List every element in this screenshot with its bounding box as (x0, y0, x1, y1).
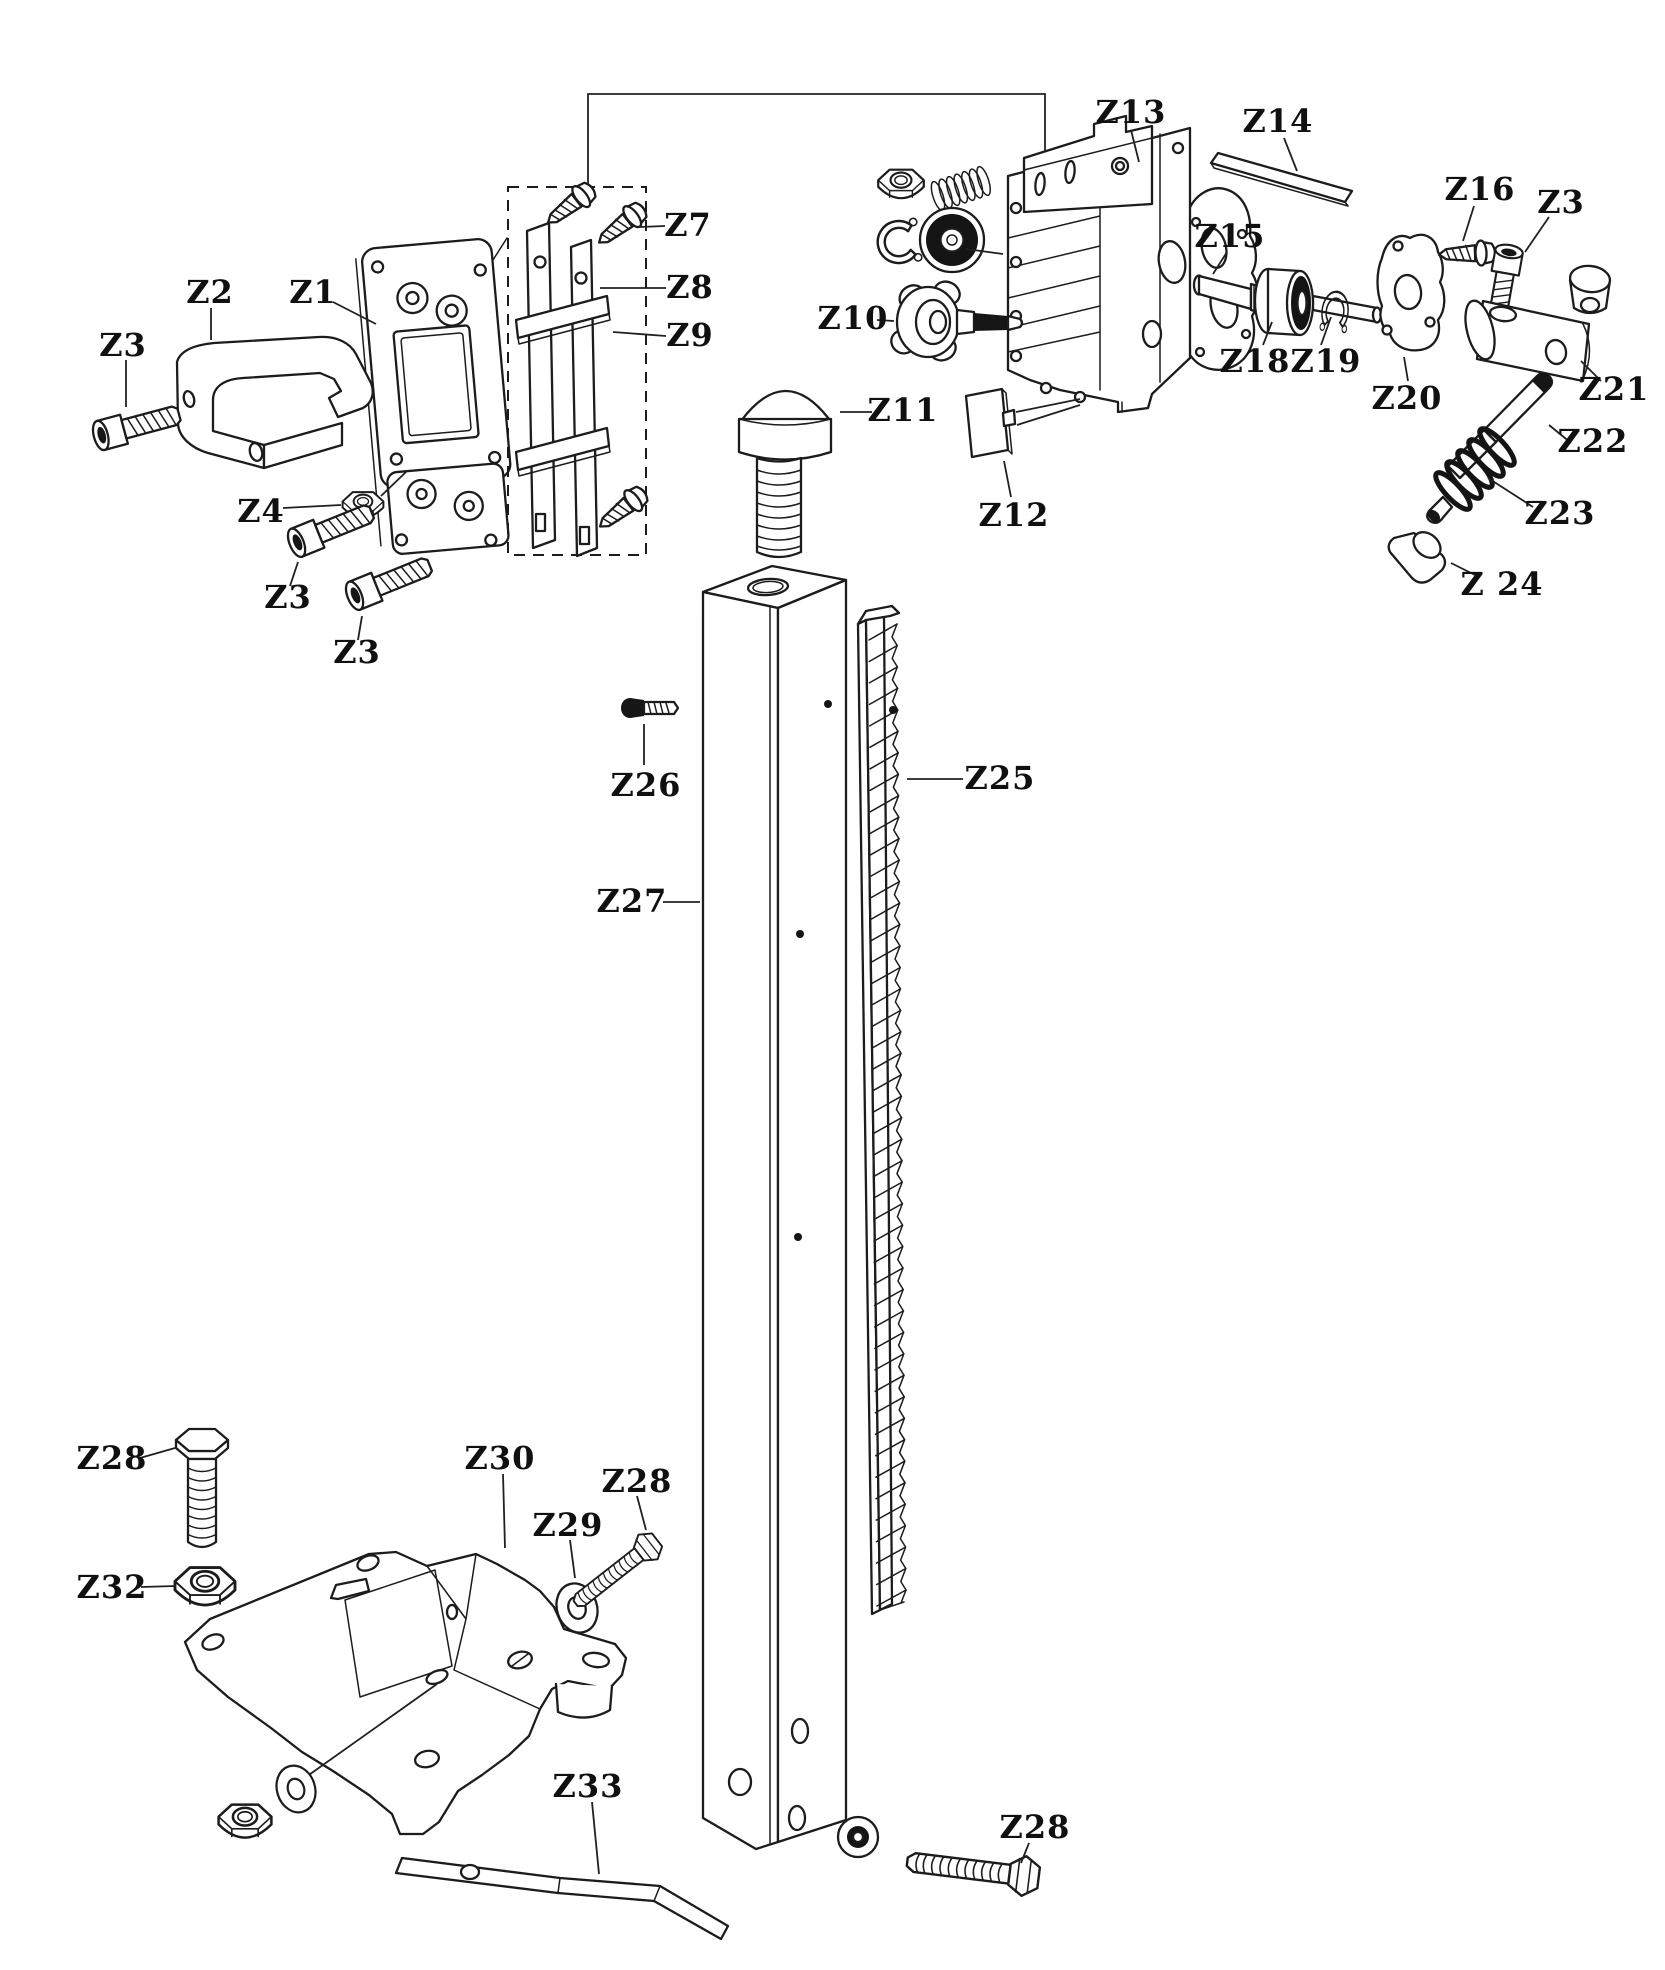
part-z12-plate (964, 387, 1081, 459)
label-z25: Z25 (965, 759, 1036, 797)
label-z7: Z7 (664, 206, 712, 244)
part-washer-bottom (836, 1815, 880, 1859)
label-z2: Z2 (186, 273, 234, 311)
part-z27-column (701, 564, 848, 1851)
part-z14-key (1209, 151, 1354, 207)
part-z20-gasket (1376, 233, 1446, 352)
label-z3-right: Z3 (1537, 183, 1585, 221)
part-z33-bar (394, 1856, 730, 1941)
label-z20: Z20 (1372, 379, 1443, 417)
part-bearing-top (918, 206, 1004, 274)
label-z19: Z19 (1291, 342, 1362, 380)
part-z21-pin (1464, 264, 1612, 383)
label-z11: Z11 (868, 391, 939, 429)
label-z3-mid: Z3 (264, 578, 312, 616)
part-nut-under-bracket (217, 1803, 273, 1839)
label-z28-topleft: Z28 (77, 1439, 148, 1477)
label-z24: Z 24 (1460, 565, 1543, 603)
part-z30-bracket (183, 1550, 628, 1836)
label-z32: Z32 (77, 1568, 148, 1606)
label-z4: Z4 (237, 492, 285, 530)
part-z15-shaft-assembly (1192, 267, 1383, 337)
part-labels: Z1 Z2 Z3 Z4 Z3 Z3 Z7 Z8 Z9 Z13 Z14 Z10 Z… (77, 93, 1650, 1846)
part-z11-screw (737, 389, 833, 559)
part-z1-backplate (355, 238, 512, 555)
label-z27: Z27 (597, 882, 668, 920)
label-z29: Z29 (533, 1506, 604, 1544)
label-z22: Z22 (1558, 422, 1629, 460)
part-z26-bolt (619, 696, 680, 720)
label-z10: Z10 (818, 299, 889, 337)
label-z9: Z9 (666, 316, 714, 354)
label-z8: Z8 (666, 268, 714, 306)
label-z18: Z18 (1220, 342, 1291, 380)
label-z13: Z13 (1096, 93, 1167, 131)
label-z1: Z1 (289, 273, 337, 311)
part-z2-clamp (175, 335, 374, 470)
label-z3-low: Z3 (333, 633, 381, 671)
part-z8-z9-strip-group (507, 176, 654, 558)
part-z13-housing (1006, 114, 1260, 414)
label-z21: Z21 (1579, 370, 1650, 408)
label-z14: Z14 (1243, 102, 1314, 140)
label-z33: Z33 (553, 1767, 624, 1805)
label-z12: Z12 (979, 496, 1050, 534)
part-z10-knob (890, 280, 1024, 362)
leader-lines (125, 129, 1602, 1875)
label-z3-left: Z3 (99, 326, 147, 364)
label-z26: Z26 (611, 766, 682, 804)
label-z28-mid: Z28 (602, 1462, 673, 1500)
label-z15: Z15 (1195, 217, 1266, 255)
part-z32-nut (173, 1566, 237, 1607)
part-z22-z23-z24-plunger (1387, 371, 1554, 584)
label-z30: Z30 (465, 1439, 536, 1477)
label-z16: Z16 (1445, 170, 1516, 208)
part-z25-rack (856, 604, 907, 1616)
label-z23: Z23 (1525, 494, 1596, 532)
part-lock-nut (877, 168, 925, 200)
label-z28-bottom: Z28 (1000, 1808, 1071, 1846)
